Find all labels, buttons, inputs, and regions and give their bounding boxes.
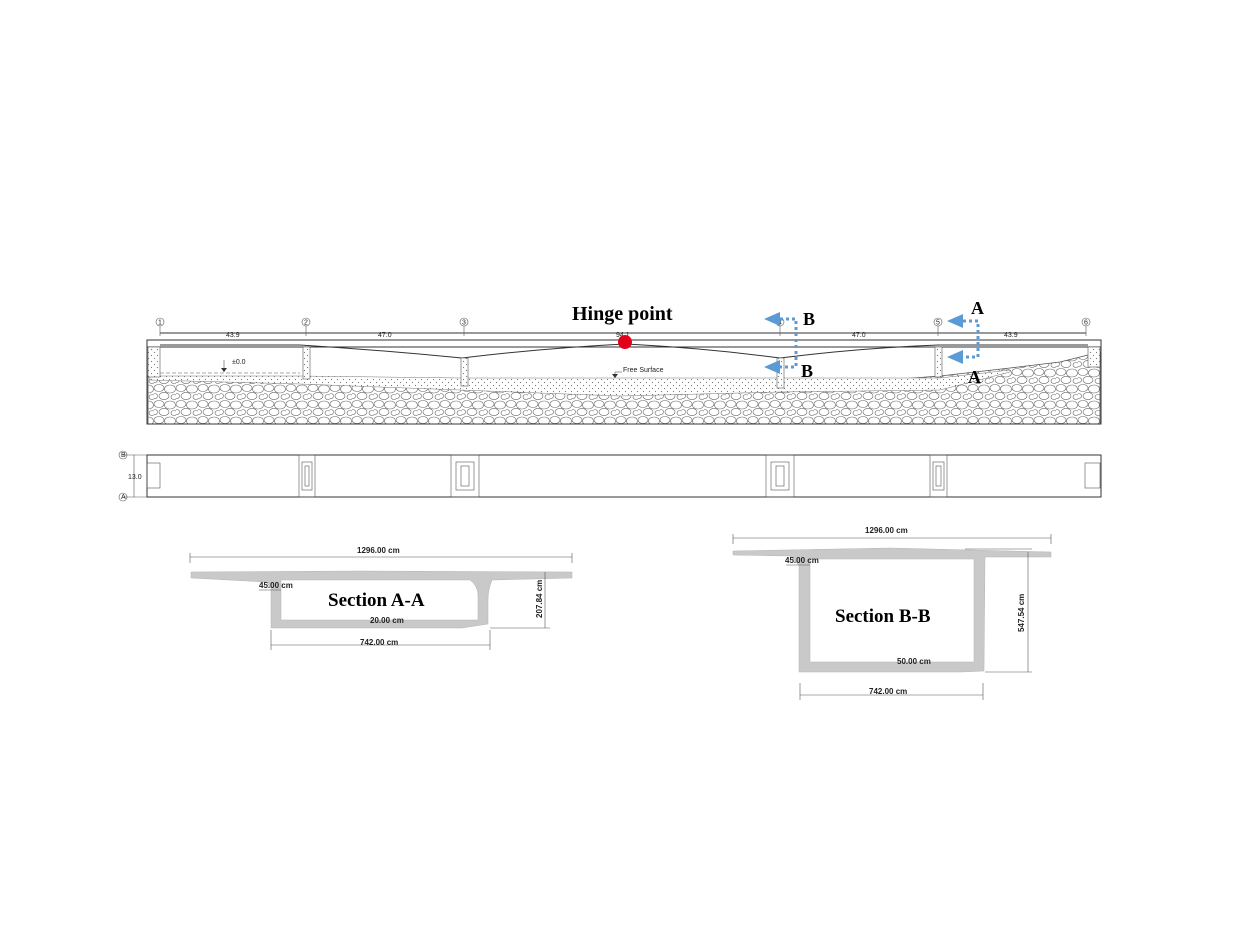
section-b-cut: B B [764,309,815,381]
hinge-point-label: Hinge point [572,303,673,325]
elevation-view: ±0.0 Free Surface 123456 43.9 47.0 94.1 … [146,298,1102,425]
plan-abutment-left [146,462,161,489]
plan-axis-b [118,492,128,502]
abutment-left [147,346,161,378]
plan-deck [146,454,1102,498]
section-b-bottom-slab: 50.00 cm [897,657,931,666]
section-b-bottom-width: 742.00 cm [869,687,907,696]
section-a-height: 207.84 cm [535,580,544,618]
pier-4 [776,357,785,389]
axis-label-1: 1 [158,320,162,327]
level-label: ±0.0 [232,359,246,366]
section-a-shape [190,570,573,629]
abutment-right [1087,346,1101,368]
axis-label-2: 2 [304,320,308,327]
plan-pier-4 [765,454,795,498]
section-b-title: Section B-B [835,606,931,627]
plan-pier-3 [450,454,480,498]
plan-pier-5 [929,454,948,498]
free-surface-label: Free Surface [623,367,664,374]
span-4: 43.9 [1004,332,1018,339]
section-b-web: 45.00 cm [785,556,819,565]
section-a-a: 1296.00 cm 45.00 cm Section A-A 20.00 cm… [189,546,573,650]
plan-width-label: 13.0 [128,474,142,481]
pier-5 [934,346,943,378]
axis-markers: 123456 [155,317,1091,336]
axis-label-5: 5 [936,320,940,327]
pier-3 [460,357,469,387]
section-a-cut: A A [947,298,984,387]
section-a-bottom-width: 742.00 cm [360,638,398,647]
section-b-shape [732,547,1052,673]
pier-2 [302,346,311,380]
plan-pier-2 [298,454,316,498]
section-b-letter-bottom: B [801,361,813,381]
section-b-letter-top: B [803,309,815,329]
section-a-bottom-slab: 20.00 cm [370,616,404,625]
plan-abutment-right [1084,462,1101,489]
section-a-top-width: 1296.00 cm [357,546,400,555]
span-2: 47.0 [378,332,392,339]
section-b-top-width: 1296.00 cm [865,526,908,535]
axis-label-6: 6 [1084,320,1088,327]
plan-axis-b-label: A [121,494,126,501]
section-a-web: 45.00 cm [259,581,293,590]
section-b-height: 547.54 cm [1017,594,1026,632]
section-a-letter-bottom: A [968,367,981,387]
span-1: 43.9 [226,332,240,339]
hinge-point-marker [618,335,632,349]
fill-layer [149,369,1011,397]
section-a-title: Section A-A [328,590,425,611]
section-b-b: 1296.00 cm 45.00 cm Section B-B 50.00 cm… [732,526,1052,700]
axis-label-3: 3 [462,320,466,327]
plan-axis-a-label: B [121,452,126,459]
plan-axis-a [118,450,128,460]
plan-view: B A 13.0 [118,450,1102,502]
span-3: 47.0 [852,332,866,339]
section-a-letter-top: A [971,298,984,318]
